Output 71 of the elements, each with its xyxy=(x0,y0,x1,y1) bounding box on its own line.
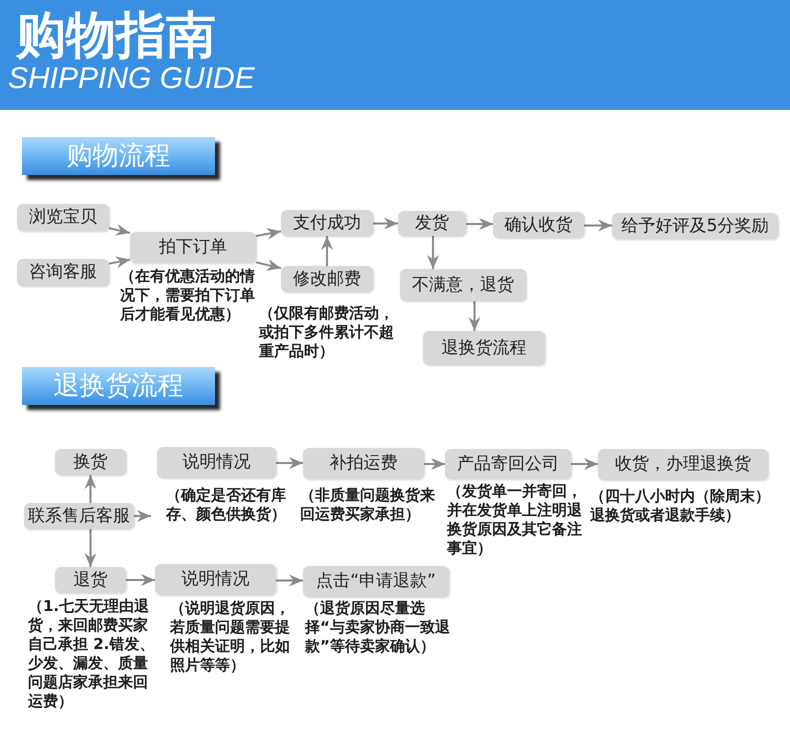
step-box xyxy=(155,564,276,595)
step-label: 退货 xyxy=(74,572,108,588)
step-box xyxy=(612,213,778,239)
arrow xyxy=(276,574,303,586)
step-label: 收货，办理退换货 xyxy=(615,456,751,473)
arrow xyxy=(373,218,398,230)
step-label: 咨询客服 xyxy=(29,264,97,281)
section-header xyxy=(22,367,215,405)
section-header xyxy=(22,137,215,175)
page-subtitle: SHIPPING GUIDE xyxy=(8,64,255,94)
step-box xyxy=(398,211,466,236)
arrow xyxy=(108,256,130,268)
step-box xyxy=(17,204,109,231)
step-box xyxy=(24,503,134,529)
step-box xyxy=(400,269,526,301)
arrow xyxy=(427,236,439,269)
note-text: （发货单一并寄回，并在发货单上注明退换货原因及其它备注事宜） xyxy=(447,482,583,558)
step-label: 说明情况 xyxy=(182,571,250,588)
arrow xyxy=(321,236,333,266)
arrow xyxy=(84,475,96,503)
note-text: （退货原因尽量选择“与卖家协商一致退款”等待卖家确认） xyxy=(305,599,451,656)
note-text: （仅限有邮费活动，或拍下多件累计不超重产品时） xyxy=(259,304,395,361)
step-label: 给予好评及5分奖励 xyxy=(622,218,768,234)
arrow xyxy=(276,457,303,469)
arrow xyxy=(468,301,480,331)
step-box xyxy=(493,212,584,238)
page-title: 购物指南 xyxy=(16,10,216,60)
arrow xyxy=(424,458,445,470)
arrow xyxy=(256,259,282,271)
arrow xyxy=(126,574,155,586)
step-label: 修改邮费 xyxy=(293,270,361,288)
step-label: 退换货流程 xyxy=(442,340,526,356)
note-text: （非质量问题换货来回运费买家承担） xyxy=(300,486,436,524)
note-text: （说明退货原因，若质量问题需要提供相关证明，比如照片等等） xyxy=(170,599,291,675)
step-label: 产品寄回公司 xyxy=(457,456,559,472)
step-box xyxy=(55,567,126,593)
arrow xyxy=(584,220,612,232)
note-text: （1.七天无理由退货，来回邮费买家自己承担 2.错发、少发、漏发、质量问题店家承担来回运费） xyxy=(28,597,156,711)
arrow xyxy=(571,458,598,470)
step-box xyxy=(281,266,373,292)
section-title: 购物流程 xyxy=(66,143,170,169)
step-box xyxy=(281,210,373,236)
section-title: 退换货流程 xyxy=(54,373,184,399)
step-label: 确认收货 xyxy=(504,216,572,234)
step-label: 发货 xyxy=(415,215,449,232)
step-label: 不满意，退货 xyxy=(412,276,514,294)
step-box xyxy=(55,449,126,475)
step-label: 拍下订单 xyxy=(159,239,227,256)
arrow xyxy=(134,510,151,522)
step-label: 支付成功 xyxy=(293,214,361,232)
step-box xyxy=(130,232,256,263)
step-box xyxy=(303,566,449,597)
step-box xyxy=(598,449,768,480)
step-label: 补拍运费 xyxy=(330,455,398,472)
step-box xyxy=(303,448,424,479)
step-box xyxy=(445,449,571,479)
step-box xyxy=(17,259,109,286)
step-box xyxy=(423,331,545,365)
step-label: 点击“申请退款” xyxy=(316,573,436,590)
step-label: 浏览宝贝 xyxy=(29,209,97,226)
step-label: 联系售后客服 xyxy=(28,508,130,524)
note-text: （确定是否还有库存、颜色供换货） xyxy=(166,486,287,524)
step-label: 说明情况 xyxy=(182,454,250,471)
arrow xyxy=(108,224,130,236)
arrow xyxy=(466,218,493,230)
arrow xyxy=(84,529,96,567)
step-label: 换货 xyxy=(74,454,108,470)
note-text: （在有优惠活动的情况下，需要拍下订单后才能看见优惠） xyxy=(120,267,256,324)
step-box xyxy=(157,447,276,478)
note-text: （四十八小时内（除周末）退换货或者退款手续） xyxy=(590,487,771,525)
arrow xyxy=(256,228,282,240)
